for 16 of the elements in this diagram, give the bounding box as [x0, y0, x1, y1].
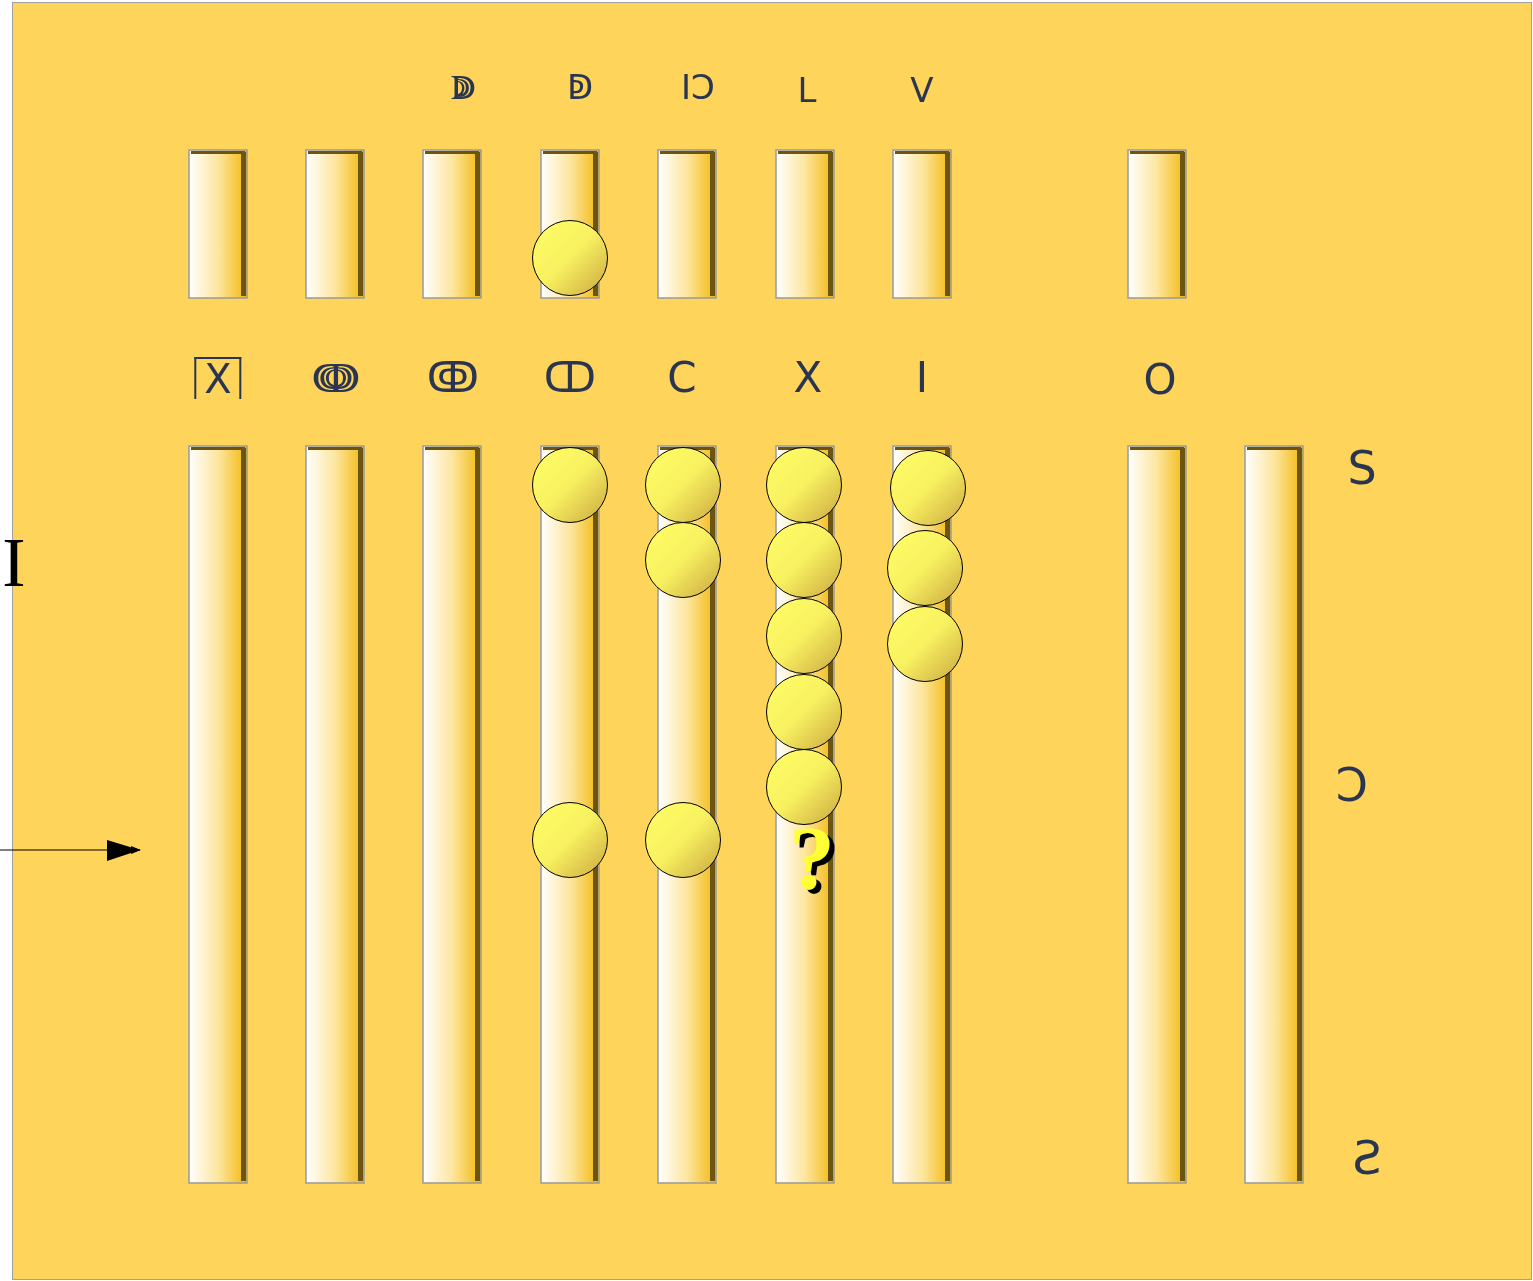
- numeral-label: O: [1143, 359, 1177, 401]
- numeral-label: ↂ: [426, 357, 480, 399]
- fraction-label: Ɔ: [1335, 762, 1369, 808]
- numeral-label: C: [667, 357, 697, 399]
- numeral-label: ↈ: [313, 357, 359, 399]
- numeral-label: ↀ: [543, 357, 597, 399]
- numeral-label: X: [194, 357, 242, 399]
- numeral-label: L: [797, 73, 817, 107]
- numeral-label: V: [910, 73, 934, 107]
- fraction-label: Ƨ: [1352, 1135, 1382, 1181]
- numeral-label: ↇ: [450, 70, 476, 104]
- numeral-label: ↁ: [566, 70, 594, 104]
- numeral-label: X: [793, 357, 823, 399]
- fraction-label: S: [1347, 445, 1377, 491]
- numeral-label: I: [915, 357, 929, 399]
- numeral-label: IↃ: [681, 70, 715, 104]
